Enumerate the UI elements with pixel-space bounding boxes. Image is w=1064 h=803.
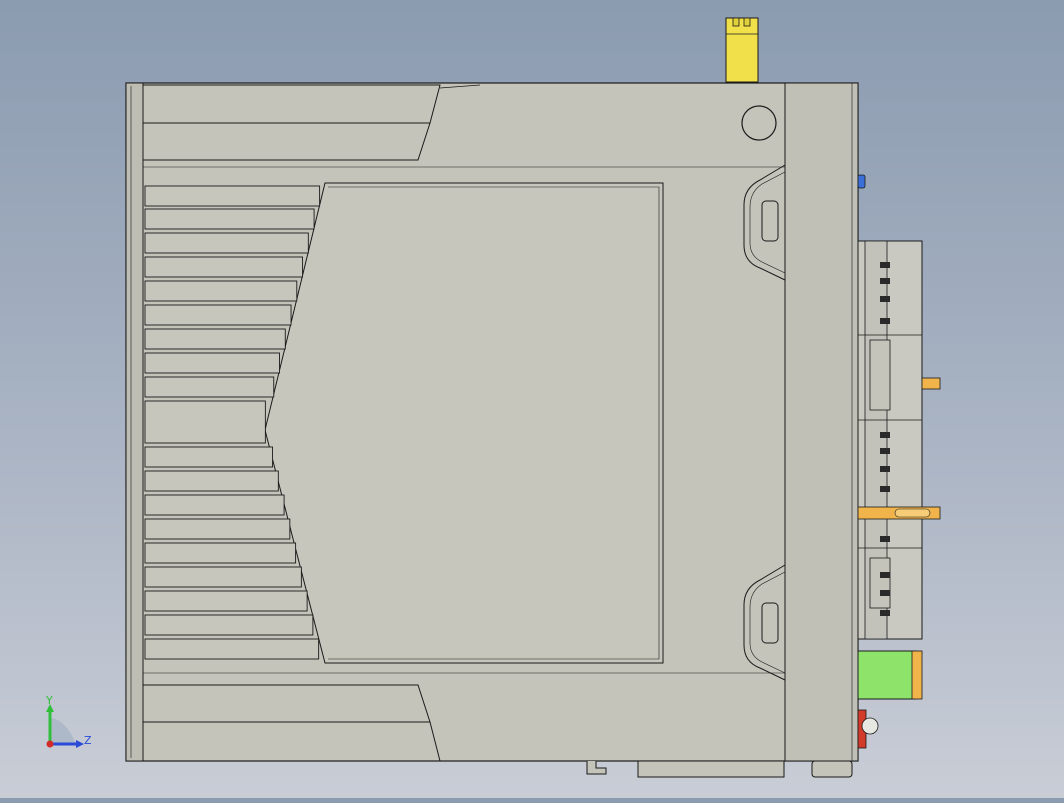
vent-fin <box>144 638 320 660</box>
vent-fin <box>144 566 302 588</box>
vent-fin <box>144 256 304 278</box>
connector-pin <box>880 432 890 438</box>
right-connector-block <box>857 240 941 640</box>
connector-pin <box>880 318 890 324</box>
connector-pin <box>880 448 890 454</box>
vent-fin <box>144 446 274 468</box>
latch-slot-top <box>761 200 779 242</box>
vent-fin <box>144 280 298 302</box>
vent-fin <box>144 376 275 398</box>
triad-y-label: Y <box>46 694 53 707</box>
connector-pin <box>880 466 890 472</box>
connector-pin <box>880 262 890 268</box>
vent-fin <box>144 208 315 230</box>
vent-fin <box>144 542 297 564</box>
vent-fin <box>144 304 292 326</box>
latch-slot-bottom <box>761 602 779 644</box>
connector-pin <box>880 296 890 302</box>
connector-pin <box>880 486 890 492</box>
vent-fin <box>144 400 266 444</box>
vent-fin <box>144 590 308 612</box>
blue-screw <box>857 174 866 189</box>
vent-fin <box>144 518 291 540</box>
vent-fin <box>144 494 285 516</box>
triad-z-label: Z <box>84 734 92 747</box>
connector-pin <box>880 278 890 284</box>
connector-pin <box>880 610 890 616</box>
screw-hole <box>741 105 777 141</box>
vent-fin <box>144 328 286 350</box>
vent-fin <box>144 470 279 492</box>
top-terminal-block <box>725 17 759 83</box>
connector-pin <box>880 536 890 542</box>
vent-fin <box>144 614 314 636</box>
red-indicator-led <box>857 709 879 749</box>
connector-pin <box>880 590 890 596</box>
vent-fin <box>144 185 321 207</box>
vent-fins <box>144 185 321 660</box>
vent-fin <box>144 352 280 374</box>
connector-pin <box>880 572 890 578</box>
green-connector <box>857 650 923 700</box>
vent-fin <box>144 232 309 254</box>
coordinate-triad-icon: Y Z <box>36 694 96 758</box>
main-housing <box>125 82 859 778</box>
